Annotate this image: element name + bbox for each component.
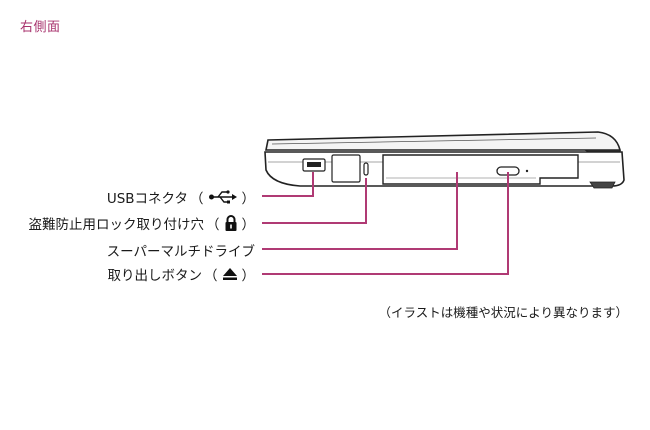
callout-eject: 取り出しボタン （ ） xyxy=(107,264,256,284)
callout-usb: USBコネクタ （ ） xyxy=(107,187,255,207)
callout-lock-label: 盗難防止用ロック取り付け穴 xyxy=(28,217,205,233)
optical-drive xyxy=(382,154,579,185)
drive-indicator xyxy=(525,169,529,173)
illustration-note: （イラストは機種や状況により異なります） xyxy=(378,305,628,320)
callout-usb-label: USBコネクタ xyxy=(106,191,188,207)
callout-line-lock xyxy=(262,178,367,224)
eject-icon xyxy=(222,267,238,281)
laptop-foot xyxy=(589,181,616,189)
paren-open: （ xyxy=(204,268,218,284)
paren-open: （ xyxy=(206,217,220,233)
lock-icon xyxy=(224,214,238,232)
callout-drive-label: スーパーマルチドライブ xyxy=(106,244,255,260)
callout-line-drive xyxy=(262,172,458,250)
lock-slot xyxy=(363,162,369,176)
paren-close: ） xyxy=(241,268,256,284)
usb-icon xyxy=(208,190,238,204)
page-title: 右側面 xyxy=(20,20,61,35)
callout-eject-label: 取り出しボタン xyxy=(107,268,203,284)
callout-line-eject xyxy=(262,172,509,275)
callout-drive: スーパーマルチドライブ xyxy=(107,240,255,260)
side-panel xyxy=(331,154,361,183)
callout-line-usb xyxy=(262,172,314,197)
paren-close: ） xyxy=(241,217,256,233)
paren-open: （ xyxy=(190,191,204,207)
paren-close: ） xyxy=(241,191,256,207)
callout-lines xyxy=(262,172,509,275)
callout-lock: 盗難防止用ロック取り付け穴 （ ） xyxy=(28,213,256,233)
